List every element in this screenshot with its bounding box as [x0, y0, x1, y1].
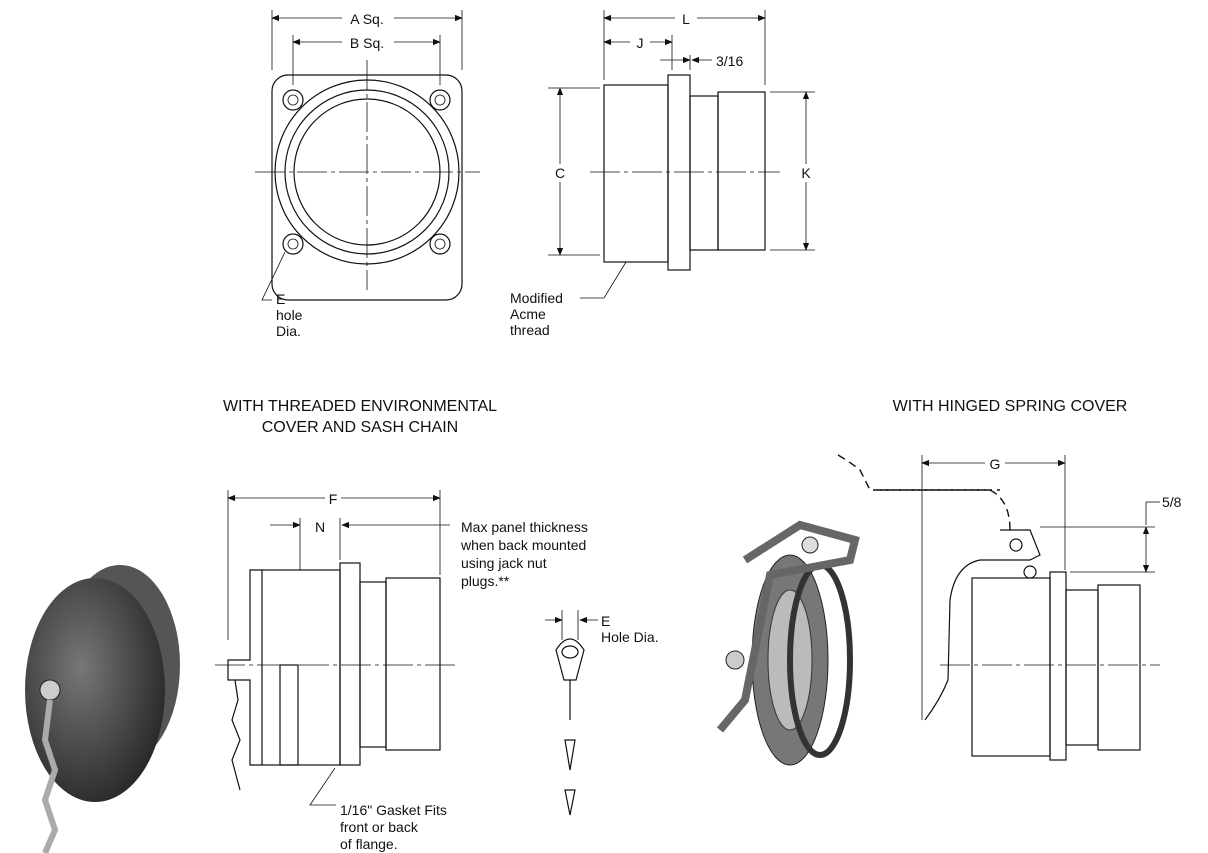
panel-thickness-note: Max panel thickness	[461, 519, 588, 535]
mounting-holes	[282, 89, 451, 255]
e-hole-label: hole	[276, 307, 303, 323]
hinged-cover-section: WITH HINGED SPRING COVER	[716, 398, 1182, 766]
section-title: WITH THREADED ENVIRONMENTAL	[223, 398, 497, 415]
e-dia-label: Dia.	[276, 323, 301, 339]
e-hole-dia-label: Hole Dia.	[601, 629, 659, 645]
side-view: L J 3/16 C K Modified Acme thread	[510, 10, 816, 338]
threaded-cover-drawing: F N Max panel thickness when back mounte…	[215, 490, 588, 852]
dim-g-label: G	[990, 456, 1001, 472]
thread-label-2: Acme	[510, 306, 546, 322]
gasket-note-2: front or back	[340, 819, 419, 835]
hinged-cover-photo	[716, 520, 860, 766]
dim-3-16-label: 3/16	[716, 53, 743, 69]
panel-thickness-note-2: when back mounted	[460, 537, 586, 553]
dim-k-label: K	[801, 165, 811, 181]
panel-thickness-note-4: plugs.**	[461, 573, 510, 589]
front-view: A Sq. B Sq. E hole Dia.	[255, 10, 480, 339]
threaded-cover-section: WITH THREADED ENVIRONMENTAL COVER AND SA…	[25, 398, 659, 853]
sash-chain-tab: E Hole Dia.	[545, 610, 659, 816]
panel-thickness-note-3: using jack nut	[461, 555, 547, 571]
dim-j-label: J	[637, 35, 644, 51]
dim-l-label: L	[682, 11, 690, 27]
thread-label: Modified	[510, 290, 563, 306]
section-title-2: COVER AND SASH CHAIN	[262, 419, 458, 436]
section-title: WITH HINGED SPRING COVER	[893, 398, 1128, 415]
gasket-note-3: of flange.	[340, 836, 398, 852]
dim-c-label: C	[555, 165, 565, 181]
e-label: E	[276, 291, 285, 307]
dim-n-label: N	[315, 519, 325, 535]
dim-5-8-label: 5/8	[1162, 494, 1182, 510]
dim-b-label: B Sq.	[350, 35, 384, 51]
thread-label-3: thread	[510, 322, 550, 338]
cap-photo	[25, 565, 180, 853]
dim-a-label: A Sq.	[350, 11, 383, 27]
hinged-cover-drawing: G 5/8	[837, 454, 1182, 761]
gasket-note: 1/16" Gasket Fits	[340, 802, 447, 818]
e-hole-label: E	[601, 613, 610, 629]
dim-f-label: F	[329, 491, 338, 507]
